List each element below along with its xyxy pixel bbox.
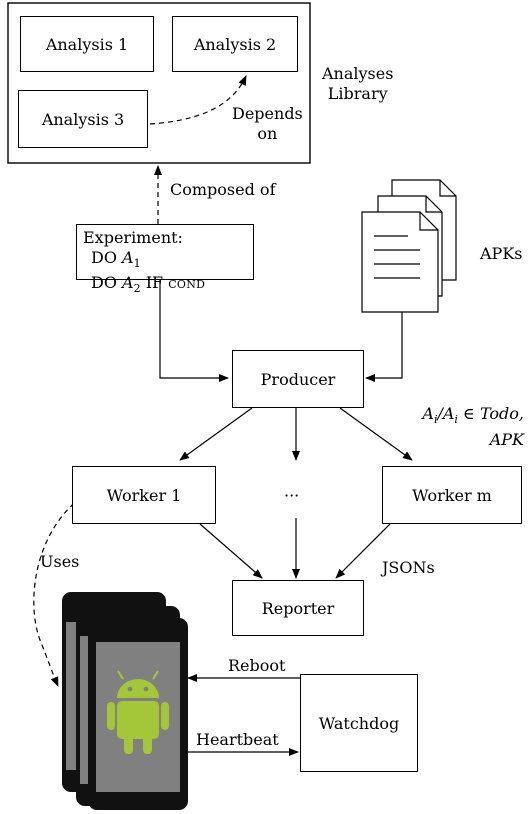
experiment-to-producer-arrow bbox=[159, 276, 229, 382]
reporter-label: Reporter bbox=[261, 598, 335, 618]
analysis-2-box: Analysis 2 bbox=[172, 16, 298, 72]
composed-of-label: Composed of bbox=[170, 180, 276, 199]
analysis-2-label: Analysis 2 bbox=[193, 34, 277, 54]
apk-documents-icon bbox=[361, 179, 457, 313]
apks-label: APKs bbox=[480, 244, 523, 263]
library-title: Analyses Library bbox=[322, 64, 394, 103]
android-robot-icon bbox=[107, 670, 169, 754]
producer-label: Producer bbox=[260, 369, 336, 389]
worker-1-label: Worker 1 bbox=[106, 485, 182, 505]
worker-m-box: Worker m bbox=[382, 466, 522, 524]
experiment-box: Experiment: DO A1 DO A2 IF cond bbox=[76, 224, 254, 295]
jsons-label: JSONs bbox=[382, 558, 435, 577]
experiment-heading: Experiment: bbox=[83, 228, 183, 247]
worker1-to-reporter-arrow bbox=[199, 523, 263, 579]
apks-to-producer-arrow bbox=[365, 312, 403, 382]
worker-1-box: Worker 1 bbox=[72, 466, 216, 524]
worker-m-label: Worker m bbox=[412, 485, 492, 505]
reboot-label: Reboot bbox=[228, 656, 286, 675]
uses-arrow bbox=[33, 487, 97, 687]
workerm-to-reporter-arrow bbox=[335, 523, 391, 579]
workers-ellipsis: ··· bbox=[284, 486, 300, 505]
reporter-box: Reporter bbox=[232, 580, 364, 636]
android-devices-icon bbox=[62, 592, 188, 810]
analysis-3-box: Analysis 3 bbox=[18, 90, 148, 148]
producer-to-worker1-arrow bbox=[179, 407, 253, 461]
analysis-1-label: Analysis 1 bbox=[45, 34, 129, 54]
heartbeat-label: Heartbeat bbox=[196, 730, 279, 749]
uses-label: Uses bbox=[40, 552, 80, 571]
todo-apk-label: Ai/Ai ∈ Todo, APK bbox=[422, 404, 524, 450]
experiment-line-1: DO A1 bbox=[91, 247, 141, 270]
analyses-library-frame bbox=[7, 2, 311, 164]
producer-box: Producer bbox=[232, 350, 364, 408]
watchdog-box: Watchdog bbox=[300, 674, 418, 772]
watchdog-label: Watchdog bbox=[318, 713, 400, 733]
analysis-1-box: Analysis 1 bbox=[20, 16, 154, 72]
producer-to-workerm-arrow bbox=[339, 407, 413, 461]
depends-on-label: Depends on bbox=[232, 104, 303, 143]
experiment-line-2: DO A2 IF cond bbox=[91, 273, 206, 296]
analysis-3-label: Analysis 3 bbox=[41, 109, 125, 129]
